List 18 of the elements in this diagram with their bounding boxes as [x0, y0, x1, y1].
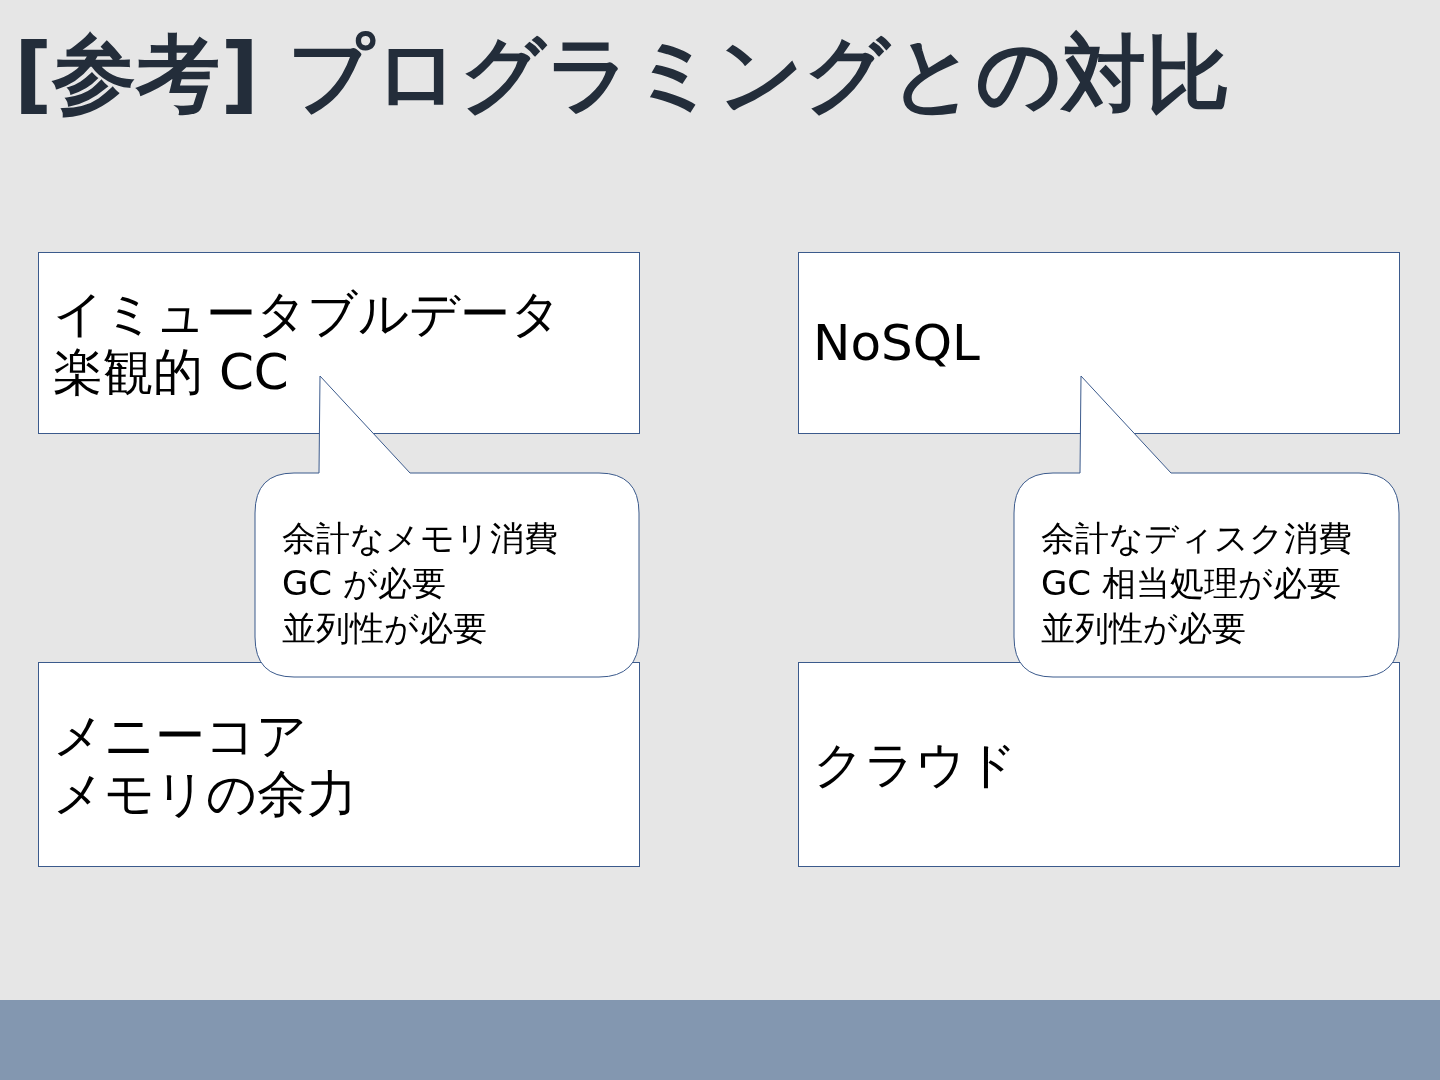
bubble-text: 余計なメモリ消費 — [282, 517, 558, 560]
bubble-text: 並列性が必要 — [1041, 607, 1247, 650]
box-text: 楽観的 CC — [53, 343, 290, 401]
box-text: メモリの余力 — [53, 764, 358, 823]
text-box — [38, 252, 640, 434]
bubble-text: 並列性が必要 — [282, 607, 488, 650]
text-box — [798, 252, 1400, 434]
speech-bubble — [1013, 376, 1400, 678]
bubble-text: GC 相当処理が必要 — [1041, 562, 1342, 605]
box-text: メニーコア — [53, 706, 308, 765]
slide-title: [参考] プログラミングとの対比 — [14, 24, 1231, 125]
box-text: NoSQL — [813, 314, 981, 372]
text-box — [38, 662, 640, 867]
bubble-text: GC が必要 — [282, 562, 447, 605]
bubble-text: 余計なディスク消費 — [1041, 517, 1352, 560]
box-text: クラウド — [813, 735, 1018, 794]
box-text: イミュータブルデータ — [53, 285, 562, 343]
text-box — [798, 662, 1400, 867]
